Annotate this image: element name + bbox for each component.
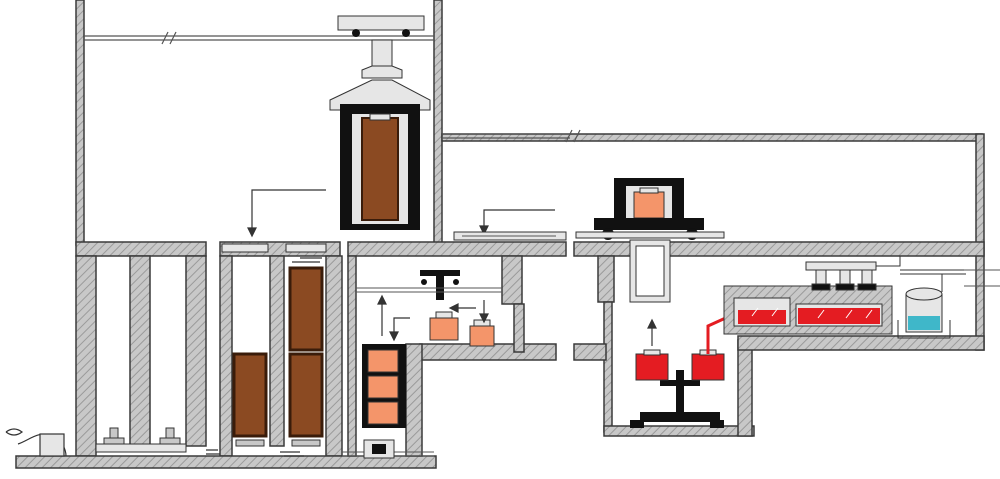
transfer-cask [340,104,420,230]
process-floor [603,425,755,437]
exterior-pipes [964,269,1000,287]
flow-arrows-hall [247,189,555,238]
manipulator [420,270,460,300]
airflow-arrows [5,257,322,457]
collection-tank [897,287,951,339]
center-pillar [501,255,523,305]
valve-manifold [805,256,966,292]
conveyor-platform [356,287,502,293]
center-pillar-low [513,303,525,353]
well-wall-6 [325,255,343,457]
well-wall-1 [75,255,97,457]
drum-stack [362,344,406,428]
floor-slab-left [75,241,207,257]
well-canister-1 [232,352,268,438]
basement-floor [15,455,437,469]
building-walls [15,0,985,469]
processing-vessel [723,285,893,335]
flow-arrows-drums [377,294,489,342]
flow-arrows-process [647,318,657,346]
hydraulic-lift [630,370,724,428]
transfer-cart [363,439,395,459]
drum-room-right-wall [405,343,423,457]
storage-canister [361,117,399,221]
well-wall-4 [219,255,233,457]
transfer-pipe [706,314,731,354]
left-step-ledge [573,343,607,361]
well-wall-5 [269,255,285,447]
hall-right-wall [433,0,443,246]
waste-drums [429,311,495,347]
well-canister-3 [288,352,324,438]
crane-trolley [329,15,431,111]
left-outer-wall [75,0,85,246]
well-wall-2 [129,255,151,447]
storage-wells [95,243,327,453]
overhead-crane-rail [84,31,581,143]
shielded-carriage [575,178,725,240]
port-wall-left-lower [603,301,613,433]
port-wall-left [597,255,615,303]
floor-slab-center [347,241,567,257]
center-room-wall [347,255,357,457]
process-right-wall [737,339,753,437]
well-canister-2 [288,266,324,352]
floor-slab-right [573,241,985,257]
transfer-port [629,239,671,303]
well-wall-3 [185,255,207,447]
process-step [737,335,985,351]
shielded-lid [453,231,567,241]
